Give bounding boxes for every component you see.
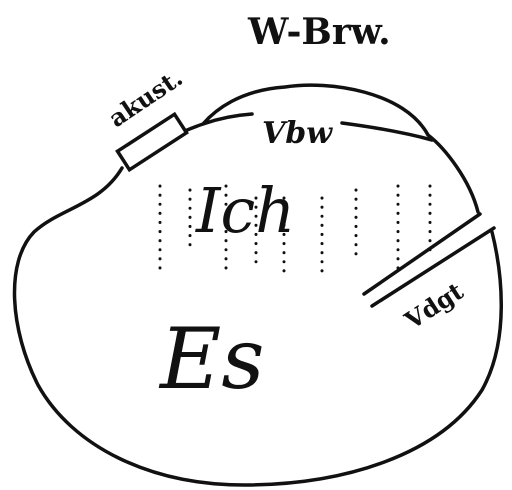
vbw-boundary-line-left [201, 112, 254, 126]
psyche-outline [12, 83, 503, 487]
dotted-boundary-lines [158, 184, 432, 274]
vdgt-line-outer [370, 226, 496, 308]
es-label: Es [158, 310, 264, 408]
vdgt-label: Vdgt [399, 276, 469, 335]
akust-box [115, 111, 189, 173]
ich-label: Ich [195, 174, 295, 247]
vbw-label: Vbw [262, 116, 333, 151]
vdgt-line-inner [362, 212, 482, 296]
w-brw-label: W-Brw. [247, 11, 391, 53]
vbw-boundary-line-right [340, 121, 434, 142]
